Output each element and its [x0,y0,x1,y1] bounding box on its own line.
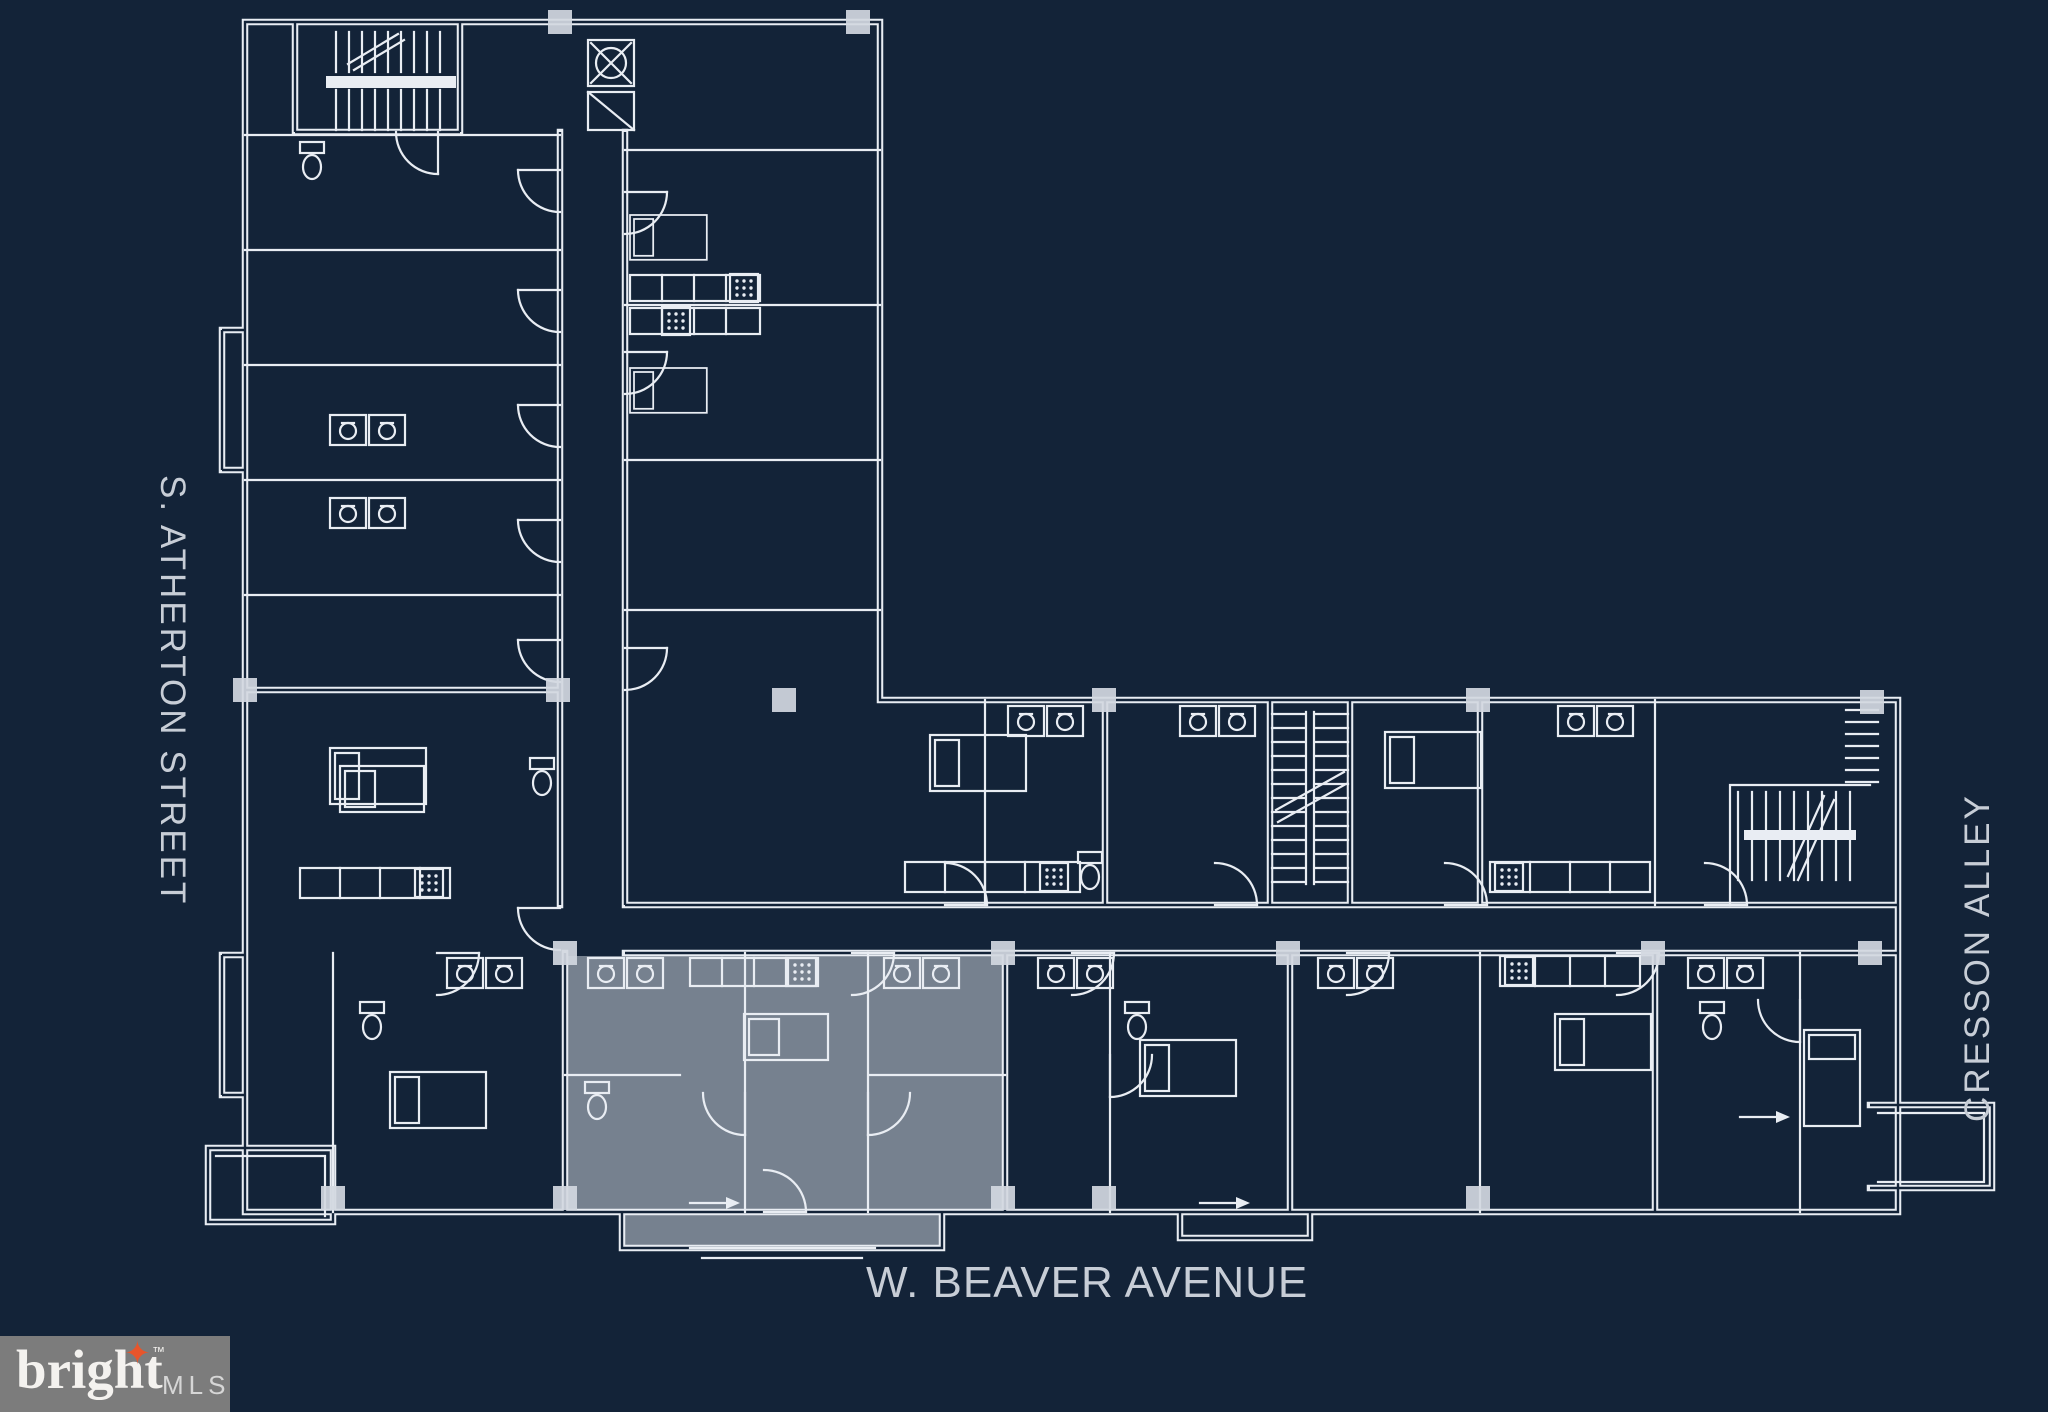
elevator-icon [586,38,636,132]
stairwell-icon [1270,710,1350,886]
street-label-atherton: S. ATHERTON STREET [153,475,192,907]
street-label-beaver: W. BEAVER AVENUE [866,1258,1309,1307]
kitchen-counters [298,273,1652,988]
stairwell-icon [326,30,456,132]
logo-star-icon: ✦ [124,1334,151,1372]
bright-mls-logo: bright ✦ ™ MLS [0,1334,231,1412]
stairwell-icon [1736,708,1880,882]
street-label-cresson: CRESSON ALLEY [1958,793,1997,1123]
logo-brand-text: bright [16,1339,163,1400]
column-markers [233,10,1884,1210]
highlighted-unit-overlay [565,956,1005,1248]
logo-trademark: ™ [152,1344,165,1359]
logo-mls-text: MLS [162,1370,231,1400]
